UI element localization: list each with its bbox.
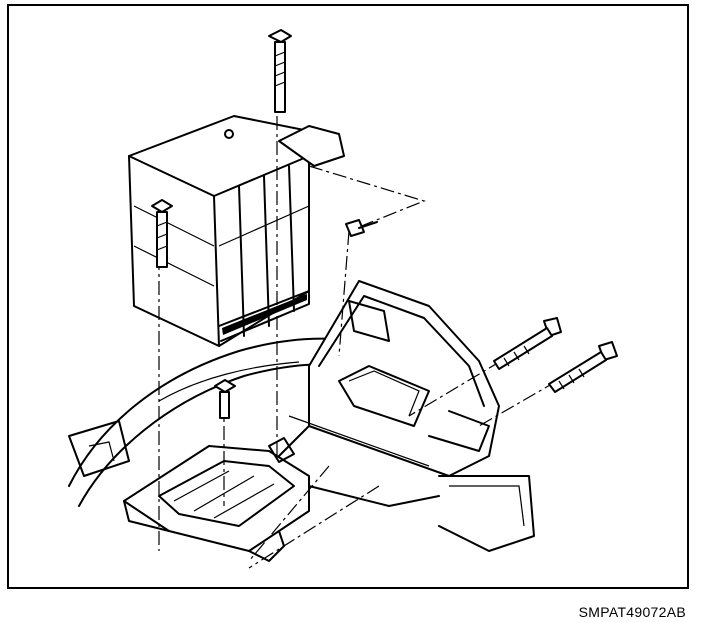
screw-bracket bbox=[345, 219, 378, 237]
bolt-right-lower bbox=[548, 341, 618, 393]
alignment-lines bbox=[158, 116, 558, 569]
bolt-top bbox=[268, 29, 292, 113]
bolt-left bbox=[151, 199, 173, 268]
bolt-right-upper bbox=[493, 317, 562, 370]
diagram-frame bbox=[7, 4, 689, 589]
figure-code: SMPAT49072AB bbox=[578, 604, 686, 620]
module-box bbox=[128, 115, 345, 347]
bolt-tray bbox=[214, 379, 236, 419]
frame-rail bbox=[258, 280, 535, 552]
exploded-assembly-diagram bbox=[68, 29, 618, 569]
mounting-tray bbox=[123, 437, 310, 562]
